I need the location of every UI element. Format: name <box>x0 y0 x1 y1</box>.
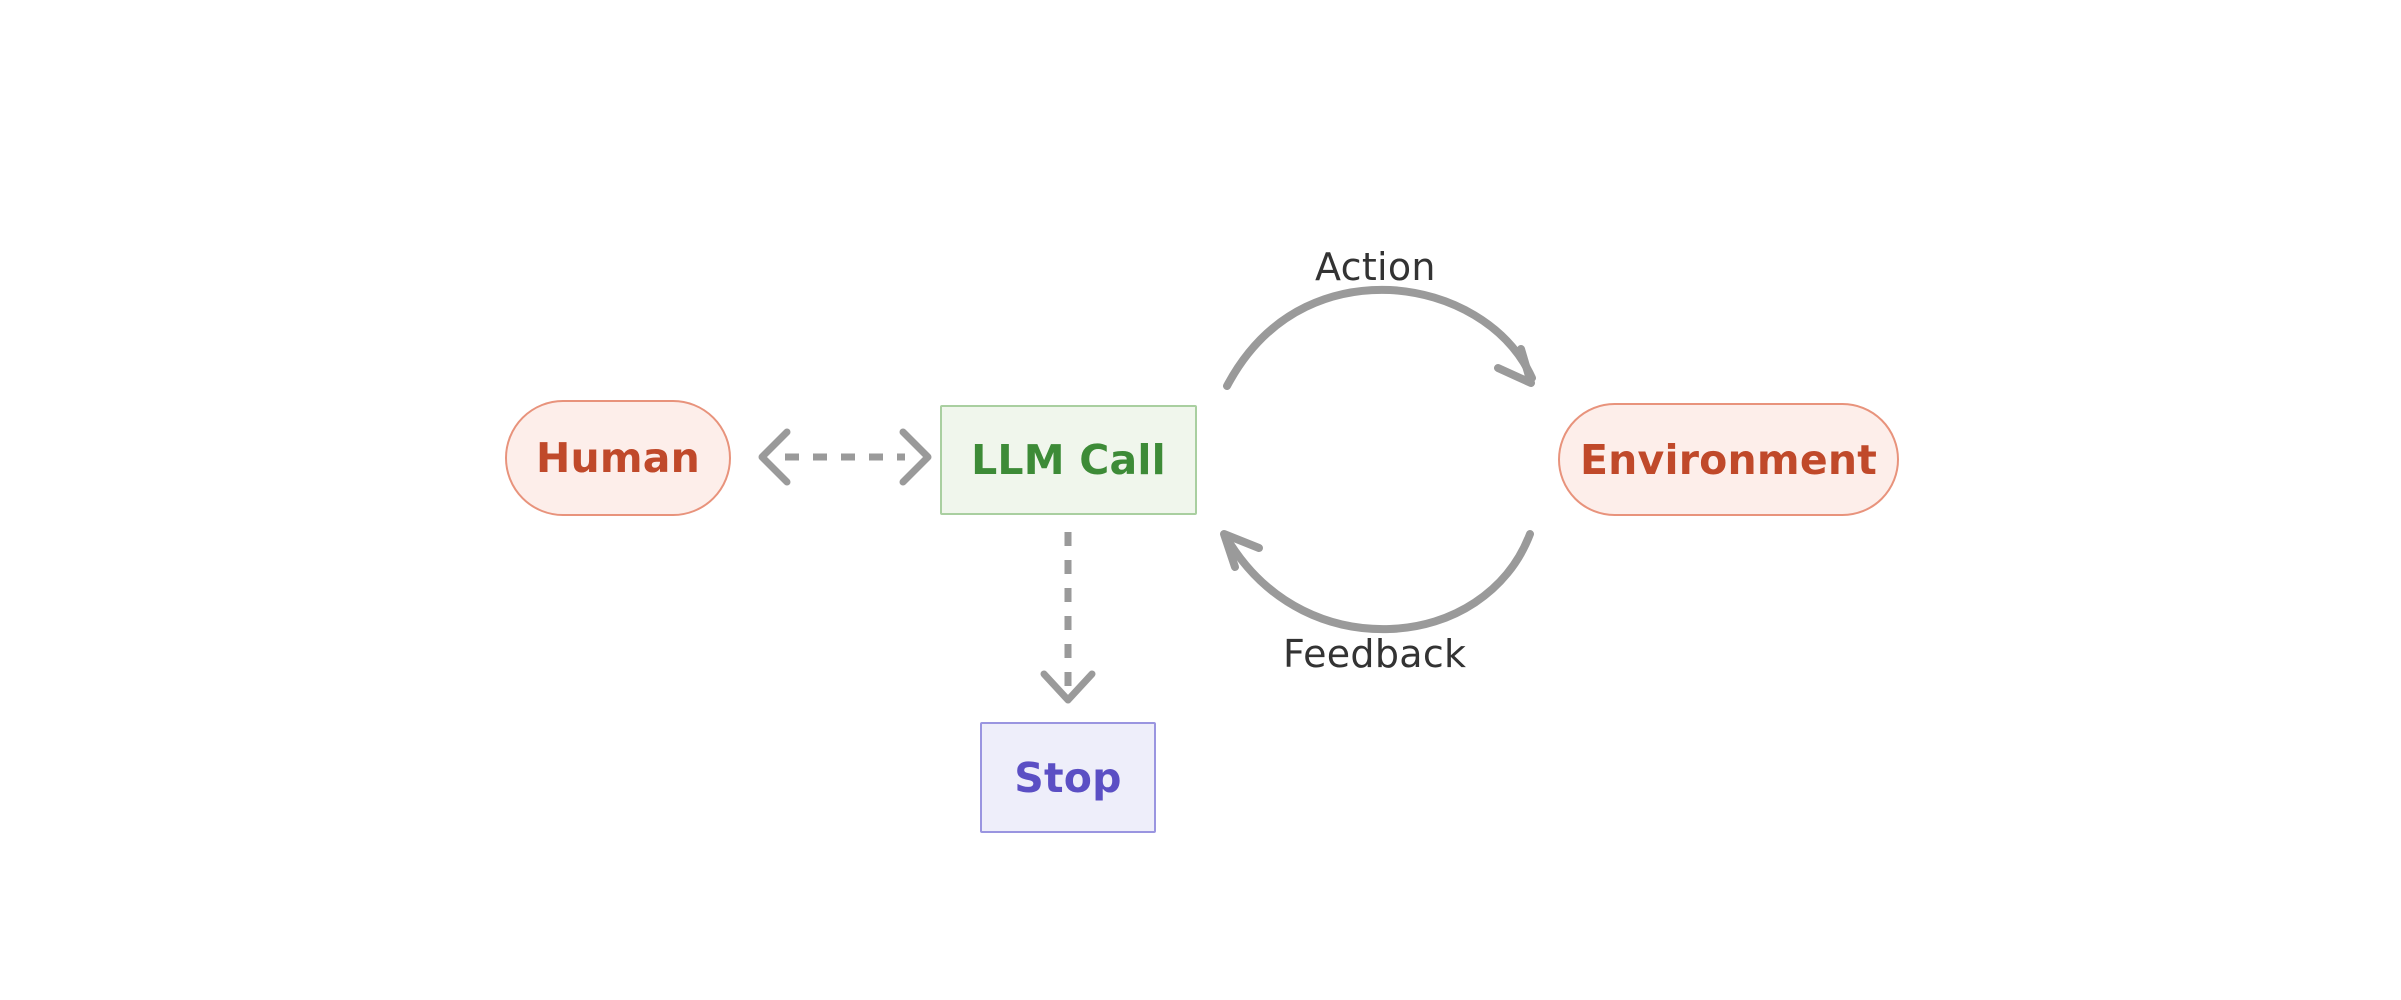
node-llm-call[interactable]: LLM Call <box>940 405 1197 515</box>
edge-label-feedback: Feedback <box>1283 632 1467 676</box>
arrowhead-right-icon <box>899 428 932 486</box>
edge-feedback <box>1220 530 1534 634</box>
arrowhead-action-icon <box>1494 345 1535 387</box>
arrowhead-feedback-icon <box>1220 530 1263 571</box>
node-human[interactable]: Human <box>505 400 731 516</box>
edge-action <box>1223 285 1536 390</box>
edge-action-curve <box>1223 285 1536 390</box>
edge-label-action: Action <box>1315 245 1436 289</box>
arrowhead-down-icon <box>1040 670 1096 704</box>
edge-llm-call-stop <box>1040 532 1096 704</box>
arrowhead-left-icon <box>758 428 791 486</box>
edge-human-llm-call <box>758 428 932 486</box>
edge-feedback-curve <box>1222 530 1534 634</box>
node-environment[interactable]: Environment <box>1558 403 1899 516</box>
node-stop[interactable]: Stop <box>980 722 1156 833</box>
